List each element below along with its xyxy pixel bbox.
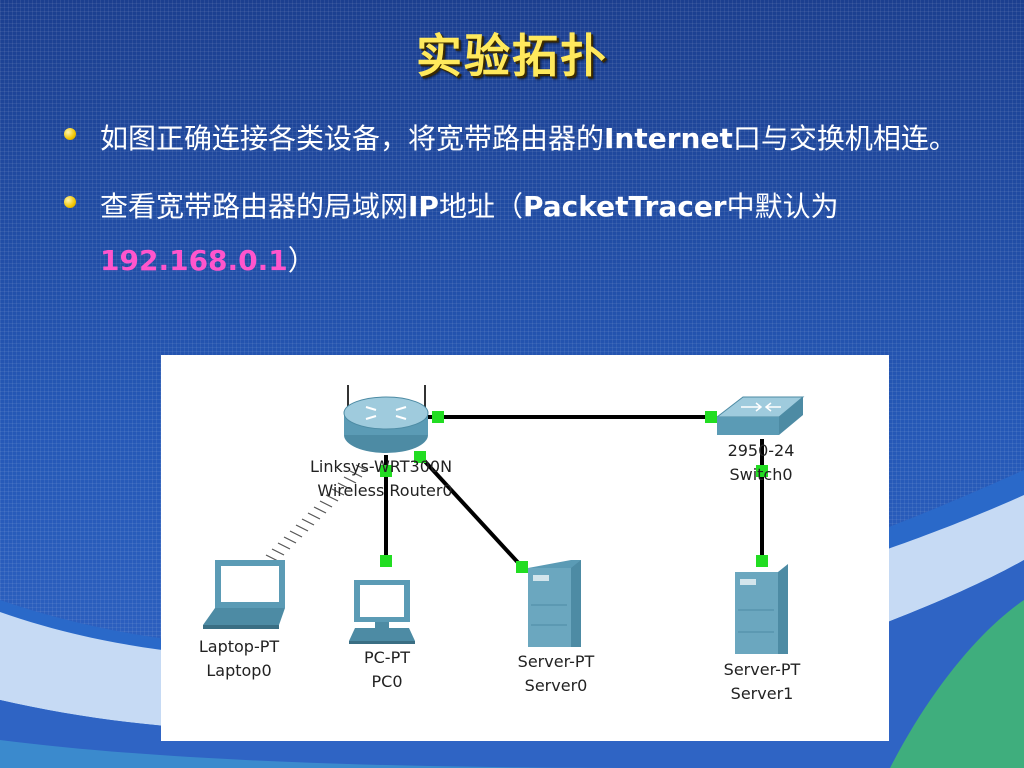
port-marker [756,555,768,567]
port-marker [380,555,392,567]
port-markers [380,411,768,573]
bullet-1-pre: 如图正确连接各类设备，将宽带路由器的 [100,122,605,155]
pc-label-1: PC-PT [364,648,410,667]
bullet-list: 如图正确连接各类设备，将宽带路由器的Internet口与交换机相连。 查看宽带路… [60,112,960,302]
topology-diagram: Linksys-WRT300N Wireless Router0 2950-24… [161,355,889,741]
laptop-label-2: Laptop0 [206,661,271,680]
server0-label-2: Server0 [525,676,588,695]
bullet-2-mid2: 中默认为 [726,190,839,223]
bullet-item-2: 查看宽带路由器的局域网IP地址（PacketTracer中默认为 192.168.… [60,180,960,288]
server-icon [528,560,581,647]
switch-label-2: Switch0 [729,465,792,484]
link-router-server0 [417,453,525,570]
bullet-1-em: Internet [604,122,733,155]
router-icon [343,385,429,453]
bullet-2-post: ） [287,244,316,277]
bullet-text-2: 查看宽带路由器的局域网IP地址（PacketTracer中默认为 192.168.… [100,180,960,288]
server0-label-1: Server-PT [518,652,595,671]
bullet-2-em2: PacketTracer [522,190,727,223]
slide-title: 实验拓扑 [416,29,608,83]
server-icon [735,564,788,654]
topology-svg: Linksys-WRT300N Wireless Router0 2950-24… [199,385,805,703]
server1-label-2: Server1 [731,684,794,703]
bullet-1-post: 口与交换机相连。 [732,122,957,155]
switch-icon [715,396,805,435]
bullet-2-ip: 192.168.0.1 [100,244,288,277]
bullet-2-em1: IP [408,190,439,223]
bullet-text-1: 如图正确连接各类设备，将宽带路由器的Internet口与交换机相连。 [100,112,960,166]
port-marker [705,411,717,423]
router-label-2: Wireless Router0 [317,481,452,500]
server1-label-1: Server-PT [724,660,801,679]
wireless-link-icon [265,464,369,562]
bullet-dot-icon [64,196,76,208]
bullet-dot-icon [64,128,76,140]
bullet-2-pre: 查看宽带路由器的局域网 [100,190,409,223]
port-marker [380,465,392,477]
switch-label-1: 2950-24 [728,441,795,460]
port-marker [414,451,426,463]
port-marker [516,561,528,573]
bullet-2-mid: 地址（ [438,190,523,223]
bullet-item-1: 如图正确连接各类设备，将宽带路由器的Internet口与交换机相连。 [60,112,960,166]
port-marker [432,411,444,423]
pc-icon [349,580,415,644]
pc-label-2: PC0 [372,672,403,691]
router-label-1: Linksys-WRT300N [310,457,452,476]
laptop-label-1: Laptop-PT [199,637,280,656]
laptop-icon [203,560,285,629]
port-marker [756,465,768,477]
